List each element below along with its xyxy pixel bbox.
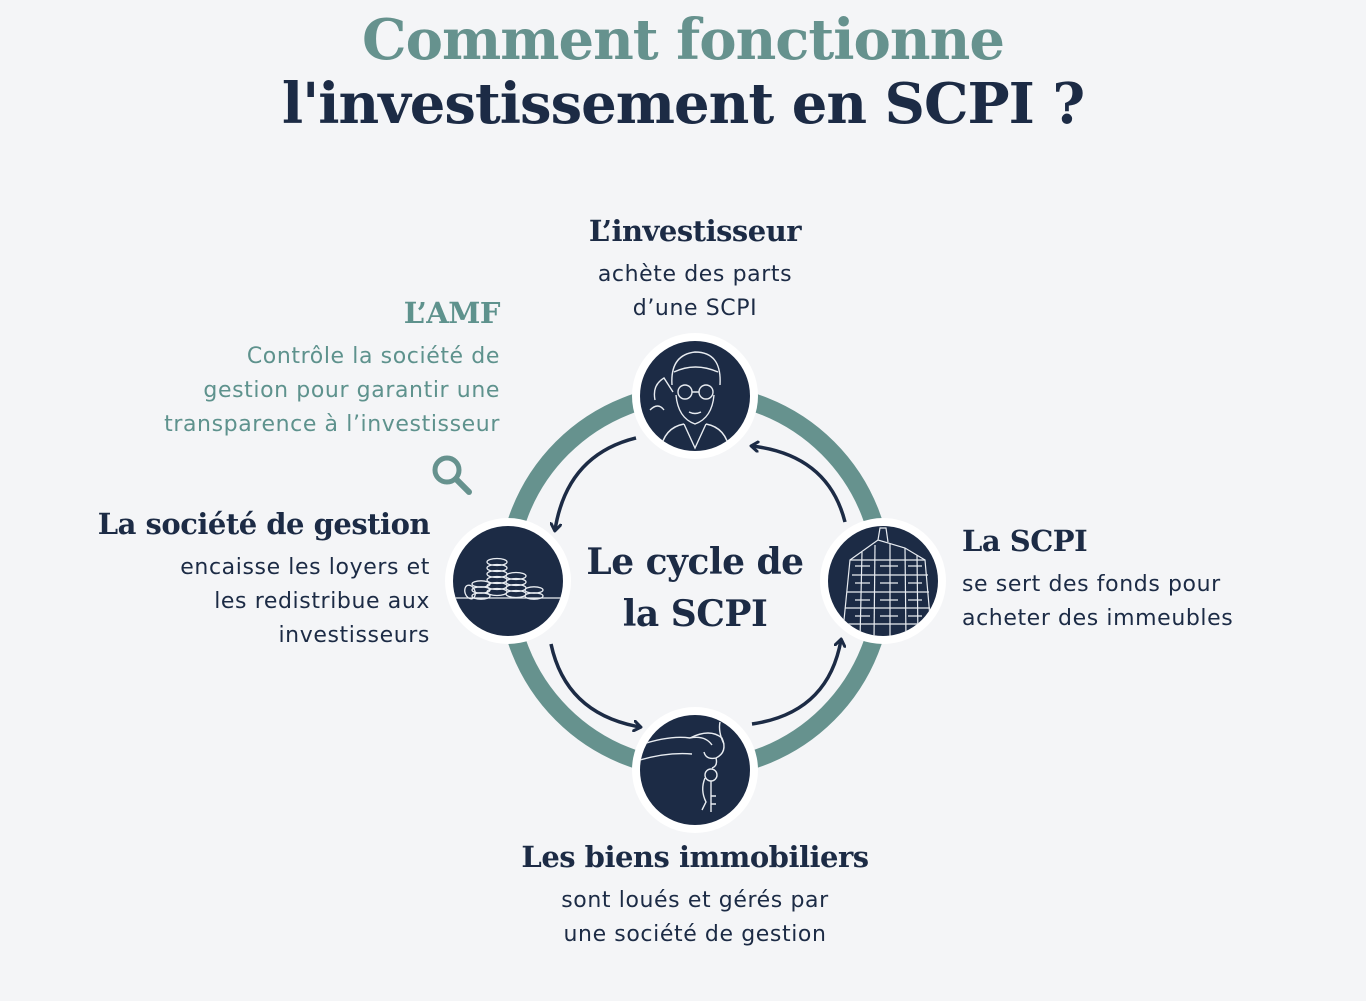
gestion-title: La société de gestion: [97, 507, 431, 541]
node-scpi: [820, 518, 946, 644]
biens-text-line-2: une société de gestion: [563, 922, 827, 947]
scpi-text-line-2: acheter des immeubles: [962, 606, 1234, 631]
center-label-line-2: la SCPI: [622, 593, 768, 635]
biens-description: sont loués et gérés par une société de g…: [495, 884, 895, 952]
amf-text-line-2: gestion pour garantir une: [203, 378, 500, 403]
amf-text-line-1: Contrôle la société de: [246, 344, 500, 369]
coins-icon: [453, 557, 563, 600]
center-label: Le cycle de la SCPI: [560, 536, 830, 640]
scpi-title: La SCPI: [962, 524, 1088, 558]
investisseur-block: L’investisseur achète des parts d’une SC…: [520, 212, 870, 326]
magnifier-icon: [432, 455, 472, 495]
arrow-investisseur-to-gestion: [555, 436, 637, 530]
amf-block: L’AMF Contrôle la société de gestion pou…: [100, 294, 500, 442]
building-icon: [841, 527, 933, 636]
center-label-line-1: Le cycle de: [586, 541, 804, 583]
investisseur-text-line-1: achète des parts: [597, 262, 793, 287]
scpi-description: se sert des fonds pour acheter des immeu…: [962, 568, 1342, 636]
node-gestion: [445, 518, 571, 644]
investisseur-text-line-2: d’une SCPI: [632, 296, 758, 321]
amf-description: Contrôle la société de gestion pour gara…: [100, 340, 500, 442]
investor-portrait-icon: [649, 351, 731, 451]
keys-hand-icon: [640, 721, 725, 812]
gestion-text-line-3: investisseurs: [278, 623, 430, 648]
node-investisseur: [632, 333, 758, 459]
node-biens: [632, 707, 758, 833]
arrow-scpi-to-investisseur: [752, 446, 847, 523]
title-line-1: Comment fonctionne: [362, 7, 1005, 73]
investisseur-description: achète des parts d’une SCPI: [520, 258, 870, 326]
amf-title: L’AMF: [403, 296, 501, 330]
amf-text-line-3: transparence à l’investisseur: [164, 412, 500, 437]
gestion-text-line-2: les redistribue aux: [214, 589, 430, 614]
gestion-text-line-1: encaisse les loyers et: [180, 555, 430, 580]
biens-text-line-1: sont loués et gérés par: [561, 888, 829, 913]
biens-block: Les biens immobiliers sont loués et géré…: [495, 838, 895, 952]
title-line-2: l'investissement en SCPI ?: [281, 71, 1085, 137]
gestion-description: encaisse les loyers et les redistribue a…: [60, 551, 430, 653]
biens-title: Les biens immobiliers: [521, 840, 869, 874]
scpi-block: La SCPI se sert des fonds pour acheter d…: [962, 522, 1342, 636]
arrow-biens-to-scpi: [751, 640, 841, 726]
gestion-block: La société de gestion encaisse les loyer…: [60, 505, 431, 653]
investisseur-title: L’investisseur: [588, 214, 802, 248]
scpi-text-line-1: se sert des fonds pour: [962, 572, 1221, 597]
arrow-gestion-to-biens: [549, 643, 640, 727]
